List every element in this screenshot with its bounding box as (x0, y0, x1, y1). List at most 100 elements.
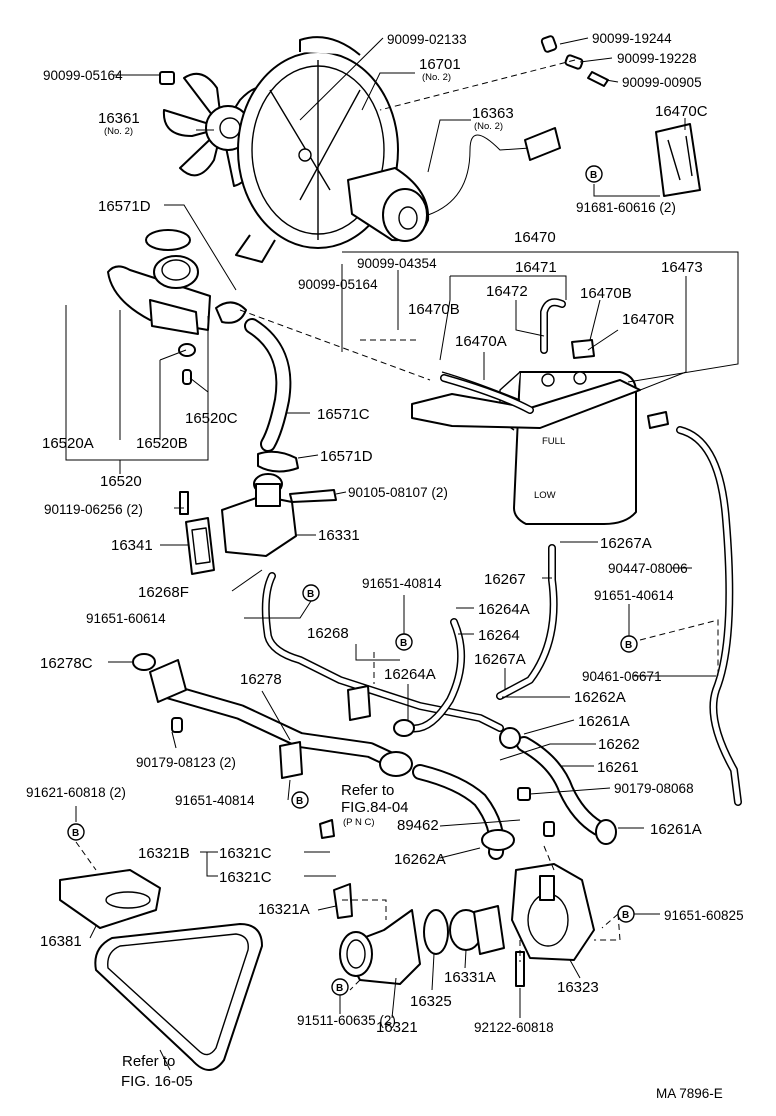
label-90099-19228: 90099-19228 (617, 51, 697, 66)
clamp-16571D-lower (257, 450, 299, 473)
label-16262A-b: 16262A (394, 851, 446, 868)
label-fig-16-05: FIG. 16-05 (121, 1073, 193, 1090)
label-16473: 16473 (661, 259, 703, 276)
label-refer-to-b: Refer to (122, 1053, 175, 1070)
label-16472: 16472 (486, 283, 528, 300)
clamp-16261A-upper (499, 727, 521, 749)
label-91621-60818: 91621-60818 (2) (26, 785, 126, 800)
label-16321B: 16321B (138, 845, 190, 862)
label-16471: 16471 (515, 259, 557, 276)
label-16321: 16321 (376, 1019, 418, 1036)
label-16261: 16261 (597, 759, 639, 776)
label-16470: 16470 (514, 229, 556, 246)
label-16268F: 16268F (138, 584, 189, 601)
label-16261A-a: 16261A (578, 713, 630, 730)
label-fig-84-04: FIG.84-04 (341, 799, 409, 816)
label-16323: 16323 (557, 979, 599, 996)
stud-92122-60818 (515, 951, 525, 987)
label-16571D-a: 16571D (98, 198, 151, 215)
label-90119-06256: 90119-06256 (2) (44, 502, 143, 517)
label-16268: 16268 (307, 625, 349, 642)
svg-text:B: B (622, 910, 629, 921)
svg-text:B: B (296, 796, 303, 807)
label-90105-08107: 90105-08107 (2) (348, 485, 448, 500)
label-16470C: 16470C (655, 103, 708, 120)
leader-lines (65, 37, 739, 1071)
tank-cap-16471 (571, 339, 595, 359)
bracket-16381 (59, 869, 161, 929)
thermostat-16331A (449, 905, 505, 955)
label-16341: 16341 (111, 537, 153, 554)
clamp-16262A (481, 829, 515, 851)
label-90461-06671: 90461-06671 (582, 669, 662, 684)
label-16262: 16262 (598, 736, 640, 753)
label-16267A-a: 16267A (600, 535, 652, 552)
label-16264A-b: 16264A (384, 666, 436, 683)
label-16470A: 16470A (455, 333, 507, 350)
label-16321C-a: 16321C (219, 845, 272, 862)
svg-text:B: B (625, 640, 632, 651)
svg-text:B: B (336, 983, 343, 994)
label-16470R: 16470R (622, 311, 675, 328)
b-markers: B B B B B B B B (67, 165, 638, 996)
gasket-16278C (132, 653, 156, 671)
label-16520A: 16520A (42, 435, 94, 452)
tank-low-mark: LOW (534, 490, 556, 501)
label-90447-08006: 90447-08006 (608, 561, 688, 576)
label-89462: 89462 (397, 817, 439, 834)
label-16331A: 16331A (444, 969, 496, 986)
small-hardware-top-right (159, 35, 609, 87)
label-90099-00905: 90099-00905 (622, 75, 702, 90)
label-91651-60825: 91651-60825 (664, 908, 744, 923)
label-16321C-b: 16321C (219, 869, 272, 886)
svg-text:B: B (307, 589, 314, 600)
label-16470B-b: 16470B (580, 285, 632, 302)
sensor-16321A (333, 883, 353, 919)
svg-text:B: B (400, 638, 407, 649)
label-16363-no: (No. 2) (474, 121, 503, 132)
fan-motor-16363 (347, 127, 561, 242)
label-16701-no: (No. 2) (422, 72, 451, 83)
label-90099-05164-top: 90099-05164 (43, 68, 123, 83)
gasket-16325 (423, 909, 449, 955)
fan-shroud-assembly (162, 36, 561, 263)
label-91651-40814-b: 91651-40814 (175, 793, 255, 808)
clamp-16261A-lower (595, 819, 617, 845)
label-pnc: (P N C) (343, 817, 375, 828)
label-16470B-a: 16470B (408, 301, 460, 318)
part-number-labels: 90099-02133 90099-05164 16701 (No. 2) 16… (26, 31, 744, 1101)
label-16520C: 16520C (185, 410, 238, 427)
water-inlet-housing-16321 (339, 909, 421, 985)
label-91651-40614: 91651-40614 (594, 588, 674, 603)
label-16264: 16264 (478, 627, 520, 644)
label-refer-to: Refer to (341, 782, 394, 799)
label-91681-60616: 91681-60616 (2) (576, 200, 676, 215)
label-16361-no: (No. 2) (104, 126, 133, 137)
label-90099-19244: 90099-19244 (592, 31, 672, 46)
label-16261A-b: 16261A (650, 821, 702, 838)
label-16262A-a: 16262A (574, 689, 626, 706)
bracket-16470C (655, 123, 701, 197)
label-16278: 16278 (240, 671, 282, 688)
water-outlet-16323 (511, 863, 595, 961)
label-91651-60614: 91651-60614 (86, 611, 166, 626)
label-16571C: 16571C (317, 406, 370, 423)
label-16331: 16331 (318, 527, 360, 544)
label-16278C: 16278C (40, 655, 93, 672)
label-16267: 16267 (484, 571, 526, 588)
label-16267A-b: 16267A (474, 651, 526, 668)
water-outlet-16520 (107, 229, 211, 385)
label-91511-60635: 91511-60635 (2) (297, 1013, 396, 1028)
svg-text:B: B (590, 170, 597, 181)
label-16264A-a: 16264A (478, 601, 530, 618)
label-drawing-code: MA 7896-E (656, 1086, 723, 1101)
label-16520B: 16520B (136, 435, 188, 452)
label-16361: 16361 (98, 110, 140, 127)
gasket-16341 (185, 517, 215, 575)
water-inlet-16331 (221, 473, 337, 557)
tank-full-mark: FULL (542, 436, 565, 447)
label-90179-08068: 90179-08068 (614, 781, 694, 796)
label-16520: 16520 (100, 473, 142, 490)
label-91651-40814-a: 91651-40814 (362, 576, 442, 591)
